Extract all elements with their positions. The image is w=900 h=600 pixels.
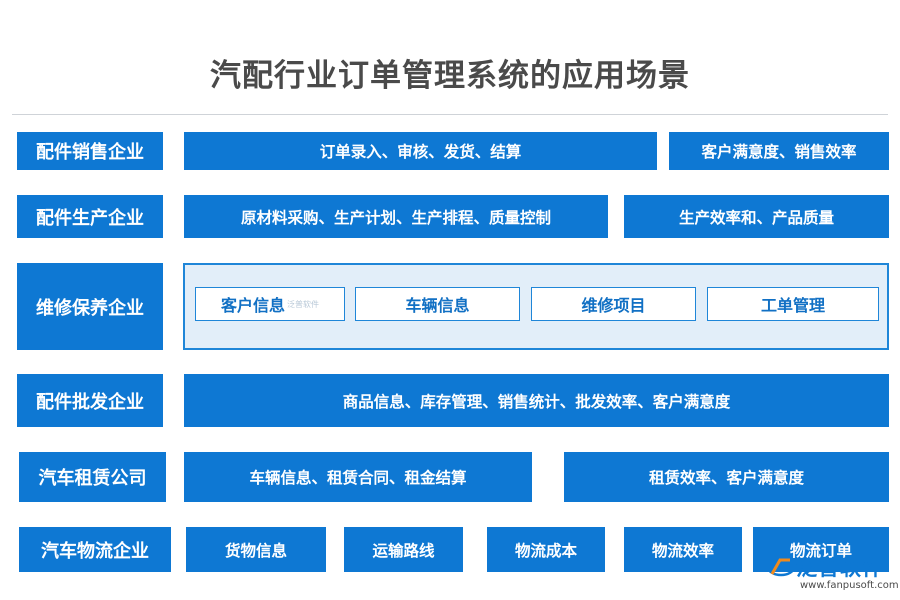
brand-url: www.fanpusoft.com	[800, 580, 899, 591]
inline-watermark: 泛普软件	[287, 299, 319, 309]
fanpu-logo-icon	[766, 557, 796, 577]
chip-customer-info: 客户信息 泛普软件	[195, 287, 345, 321]
parts-wholesale-item-1: 商品信息、库存管理、销售统计、批发效率、客户满意度	[184, 374, 889, 427]
chip-repair-items: 维修项目	[531, 287, 696, 321]
logistics-item-3: 物流成本	[487, 527, 605, 572]
parts-production-item-1: 原材料采购、生产计划、生产排程、质量控制	[184, 195, 608, 238]
category-repair-maintenance: 维修保养企业	[17, 263, 163, 350]
logistics-item-5: 物流订单	[753, 527, 889, 572]
logistics-item-1: 货物信息	[186, 527, 326, 572]
title-divider	[12, 114, 888, 115]
chip-work-orders: 工单管理	[707, 287, 879, 321]
parts-sales-item-1: 订单录入、审核、发货、结算	[184, 132, 657, 170]
brand-name: 泛普软件	[796, 556, 884, 580]
car-rental-item-1: 车辆信息、租赁合同、租金结算	[184, 452, 532, 502]
parts-production-item-2: 生产效率和、产品质量	[624, 195, 889, 238]
chip-customer-info-label: 客户信息	[220, 296, 285, 315]
category-parts-wholesale: 配件批发企业	[17, 374, 163, 427]
car-rental-item-2: 租赁效率、客户满意度	[564, 452, 889, 502]
category-parts-sales: 配件销售企业	[17, 132, 163, 170]
logistics-item-4: 物流效率	[624, 527, 742, 572]
repair-maintenance-panel: 客户信息 泛普软件 车辆信息 维修项目 工单管理	[183, 263, 889, 350]
logistics-item-2: 运输路线	[344, 527, 463, 572]
parts-sales-item-2: 客户满意度、销售效率	[669, 132, 889, 170]
category-car-logistics: 汽车物流企业	[19, 527, 171, 572]
brand-watermark: 泛普软件 www.fanpusoft.com	[766, 552, 899, 598]
page-title: 汽配行业订单管理系统的应用场景	[210, 58, 690, 94]
category-parts-production: 配件生产企业	[17, 195, 163, 238]
category-car-rental: 汽车租赁公司	[19, 452, 166, 502]
chip-vehicle-info: 车辆信息	[355, 287, 520, 321]
